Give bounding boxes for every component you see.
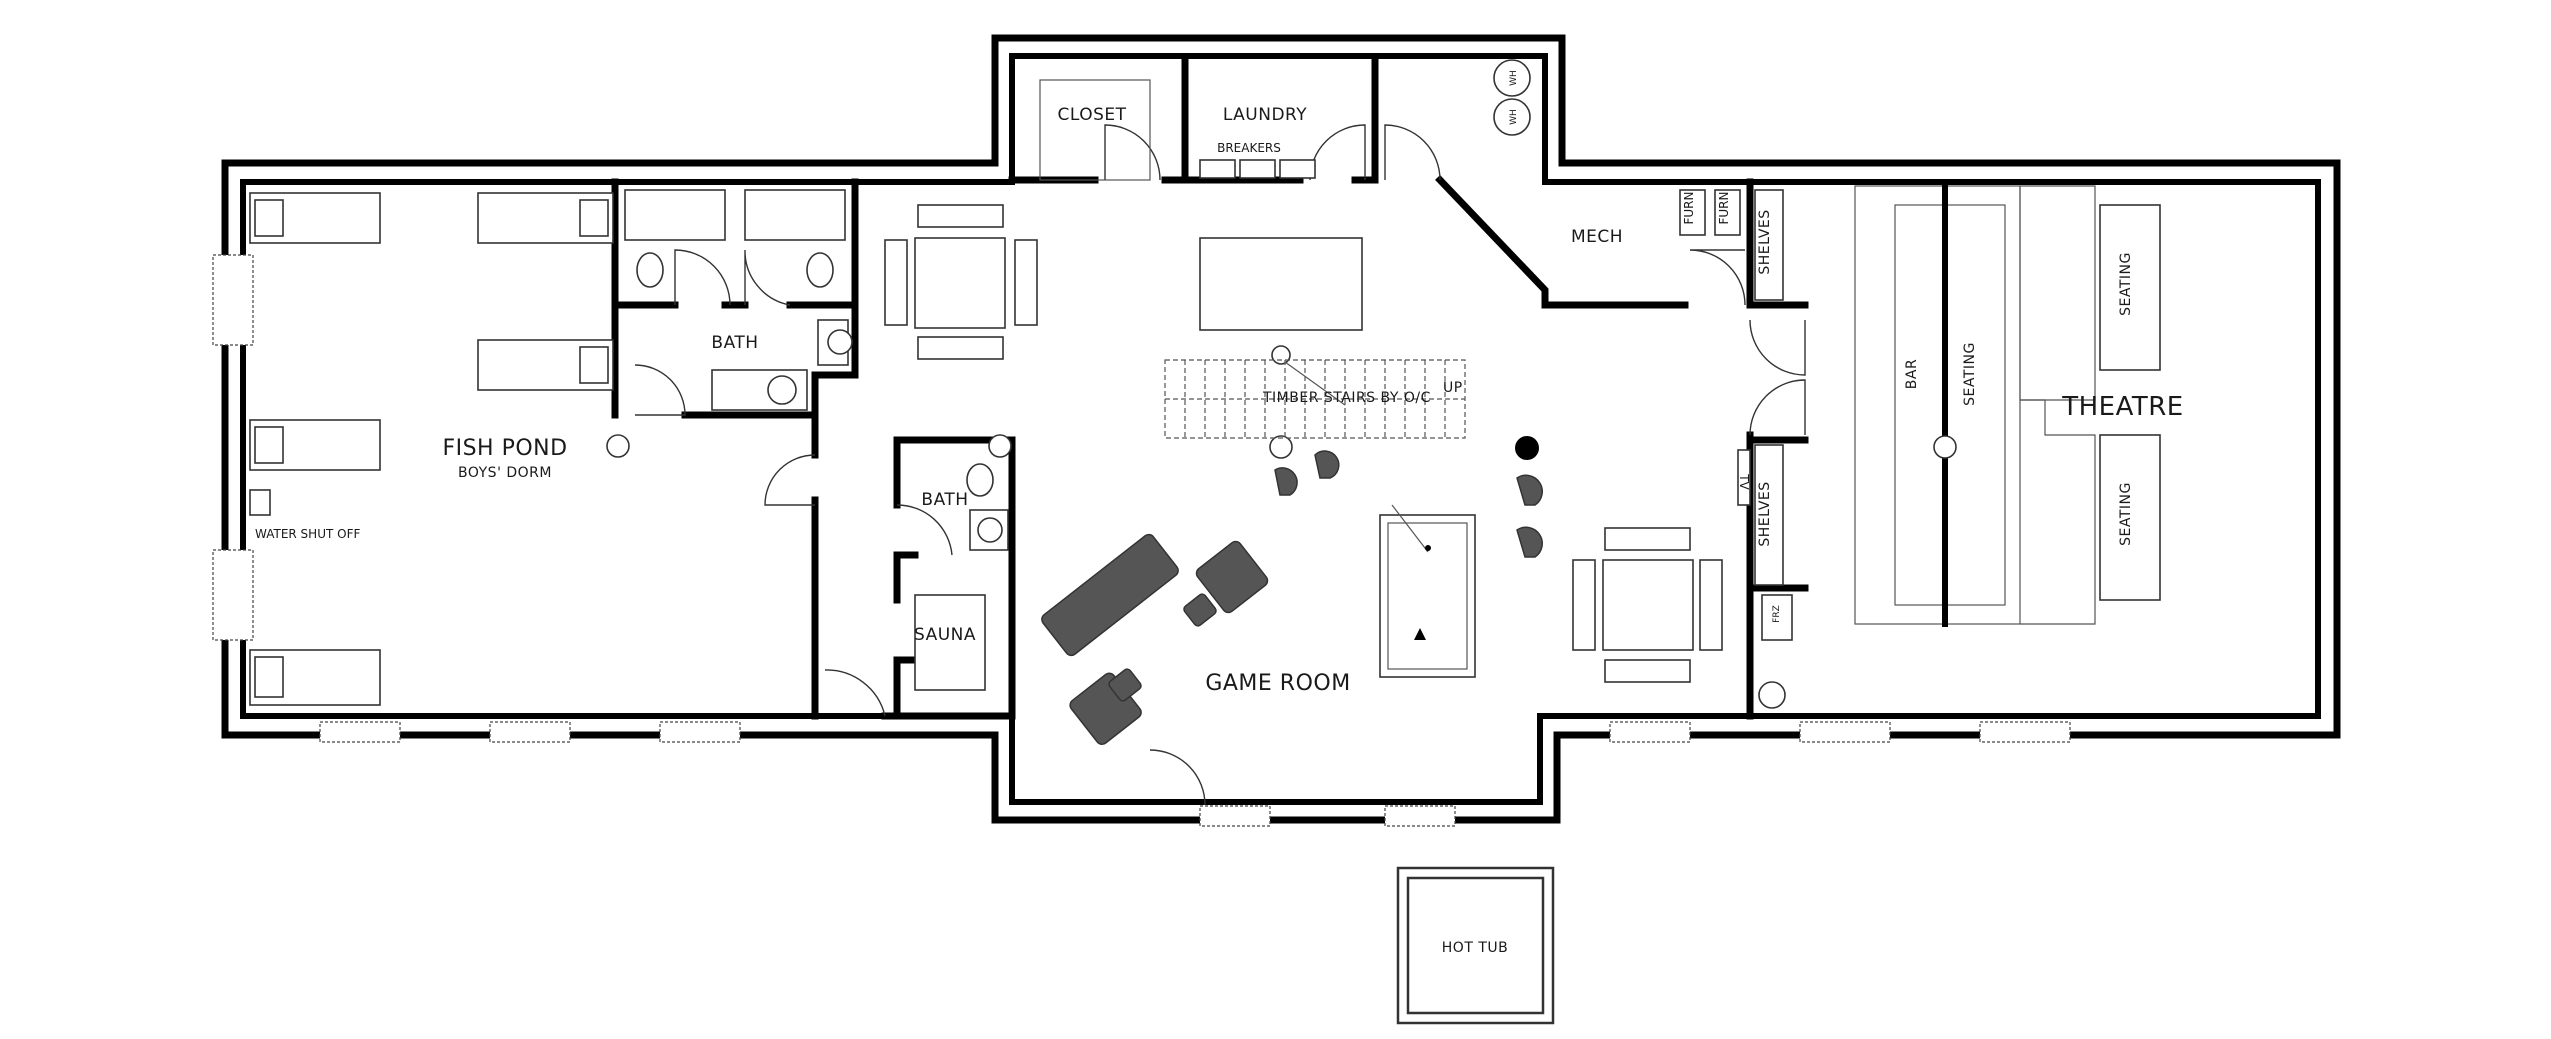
hot-tub-label: HOT TUB — [1442, 940, 1508, 956]
timber-stairs-label: TIMBER STAIRS BY O/C — [1262, 390, 1431, 406]
water-shut-off-label: WATER SHUT OFF — [255, 527, 360, 541]
theatre-fixtures — [1854, 183, 2161, 627]
boys-dorm-label: BOYS' DORM — [458, 465, 552, 481]
shelves-label-mid: SHELVES — [1757, 481, 1773, 546]
doors — [634, 124, 1806, 806]
sauna-label: SAUNA — [914, 625, 976, 645]
mech-fixtures — [1679, 189, 1793, 709]
shelves-label-top: SHELVES — [1757, 209, 1773, 274]
furn-label-1: FURN — [1682, 192, 1696, 225]
seating-top-label: SEATING — [2118, 252, 2134, 316]
furn-label-2: FURN — [1717, 192, 1731, 225]
bath-top-label: BATH — [711, 333, 758, 353]
seating-bar-label: SEATING — [1962, 342, 1978, 406]
fish-pond-label: FISH POND — [442, 436, 567, 461]
bath-mid-label: BATH — [921, 490, 968, 510]
hot-tub — [1396, 866, 1555, 1025]
up-label: UP — [1443, 380, 1463, 396]
wh-label-2: WH — [1509, 109, 1519, 125]
frz-label: FRZ — [1772, 605, 1782, 623]
water-heater-icon — [1493, 98, 1531, 136]
closet-label: CLOSET — [1057, 105, 1126, 125]
laundry-label: LAUNDRY — [1223, 105, 1307, 125]
dorm-bath-fixtures — [624, 189, 853, 411]
mech-label: MECH — [1571, 227, 1623, 247]
wh-label-1: WH — [1509, 70, 1519, 86]
dorm-bunks — [249, 192, 630, 706]
seating-bottom-label: SEATING — [2118, 482, 2134, 546]
windows-bottom — [319, 721, 2071, 827]
breakers-label: BREAKERS — [1217, 141, 1281, 155]
windows-left — [212, 254, 254, 641]
water-heater-icon — [1493, 59, 1531, 97]
game-room-label: GAME ROOM — [1205, 671, 1350, 696]
tv-label: TV — [1737, 473, 1751, 490]
laundry-fixtures — [1039, 59, 1531, 181]
timber-stairs — [1164, 359, 1466, 439]
bar-label: BAR — [1904, 359, 1920, 389]
bath-sauna-fixtures — [914, 434, 1012, 691]
room-labels: CLOSET LAUNDRY BREAKERS WH WH MECH FURN … — [255, 70, 2184, 956]
theatre-label: THEATRE — [2061, 392, 2184, 422]
game-room-furniture — [884, 204, 1723, 746]
